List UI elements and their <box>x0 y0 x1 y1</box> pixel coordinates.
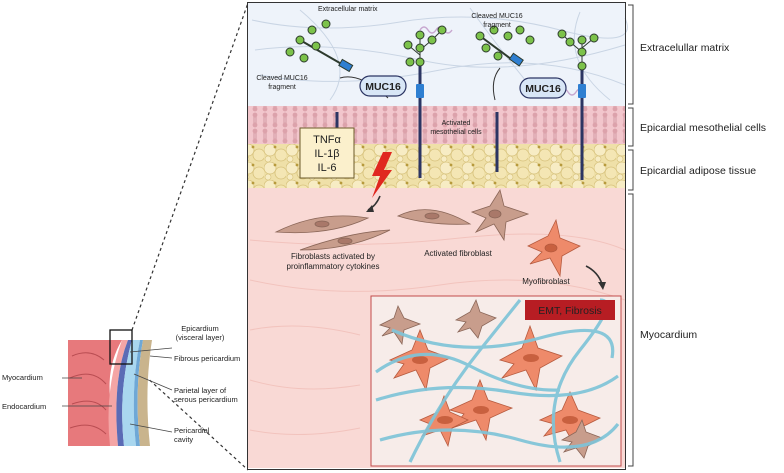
inset-parietal <box>133 340 143 446</box>
inset-parietal-text-2: serous pericardium <box>174 395 238 404</box>
inset-heart-wall <box>68 329 152 446</box>
cytokine-il6: IL-6 <box>318 162 337 174</box>
inset-endocardium-text: Endocardium <box>2 402 46 411</box>
inset-fibrous-text: Fibrous pericardium <box>174 354 240 363</box>
cleaved-top-text-2: fragment <box>483 22 511 29</box>
inset-myocardium <box>68 340 122 446</box>
inset-cavity-text-1: Pericardial <box>174 426 210 435</box>
myofibroblast-text: Myofibroblast <box>522 277 570 286</box>
emt-fibrosis-label: EMT, Fibrosis <box>538 305 602 317</box>
activated-meso-text-2: mesothelial cells <box>430 129 482 136</box>
cleaved-top-text-1: Cleaved MUC16 <box>471 13 522 20</box>
cytokine-il1b: IL-1β <box>314 148 339 160</box>
inset-parietal-text-1: Parietal layer of <box>174 386 227 395</box>
inset-epicardium <box>116 340 132 446</box>
inset-myocardium-text: Myocardium <box>2 373 43 382</box>
inset-myocardium-folds <box>69 352 107 435</box>
cytokine-tnfa: TNFα <box>313 134 341 146</box>
inset-epicardium-text-2: (visceral layer) <box>176 333 225 342</box>
muc16-segments <box>416 84 586 98</box>
inset-zoom-box <box>109 329 133 365</box>
myofibroblast-arrowhead-icon <box>598 282 606 290</box>
ecm-watermark: Extracellular matrix <box>318 6 378 13</box>
muc16-label-right: MUC16 <box>525 83 561 95</box>
inset-leader-lines <box>62 347 173 433</box>
main-panel-border <box>247 2 626 470</box>
activated-fibroblast-cell <box>396 209 472 225</box>
layer-label-meso: Epicardial mesothelial cells <box>640 122 766 134</box>
muc16-receptors <box>335 62 584 180</box>
cleaved-fragment-top <box>475 25 535 67</box>
cleaved-fragment-left <box>285 19 354 73</box>
lightning-bolt-icon <box>372 152 392 198</box>
fib-activated-text-1: Fibroblasts activated by <box>291 252 375 261</box>
layer-label-myocardium: Myocardium <box>640 329 697 341</box>
muc16-badge-right <box>519 77 567 99</box>
inset-fibrous <box>137 340 152 446</box>
myofibroblast-cell <box>527 218 581 278</box>
fib-activated-text-2: proinflammatory cytokines <box>287 262 380 271</box>
emt-fibrosis-badge <box>525 300 615 320</box>
activated-fibroblast-text: Activated fibroblast <box>424 249 492 258</box>
activated-meso-text-1: Activated <box>442 120 471 127</box>
layer-brackets <box>628 4 634 467</box>
fibroblast-star-cell <box>470 188 530 242</box>
inset-epicardium-text-1: Epicardium <box>181 324 219 333</box>
ecm-squiggle <box>419 26 453 34</box>
muc16-label-left: MUC16 <box>365 81 401 93</box>
myocardium-striations <box>249 233 626 436</box>
inset-cavity-text-2: cavity <box>174 435 193 444</box>
inset-endocardium <box>108 340 128 446</box>
muc16-badge-left <box>359 75 407 97</box>
layer-label-ecm: Extracelullar matrix <box>640 42 730 54</box>
fibroblast-group-left <box>274 215 391 251</box>
fibrosis-nuclei <box>412 354 578 424</box>
glycan-tree-center <box>403 25 447 67</box>
glycan-tree-right <box>557 29 599 71</box>
layer-label-adipose: Epicardial adipose tissue <box>640 165 756 177</box>
main-panel: MUC16 MUC16 Extracellular matrix Cleaved… <box>247 2 628 470</box>
bolt-arrowhead-icon <box>366 205 374 212</box>
cleaved-left-text-2: fragment <box>268 84 296 91</box>
cytokine-box <box>299 127 355 179</box>
inset-cavity <box>122 340 140 446</box>
cleaved-left-text-1: Cleaved MUC16 <box>256 75 307 82</box>
cleavage-arrow-right <box>492 67 501 101</box>
